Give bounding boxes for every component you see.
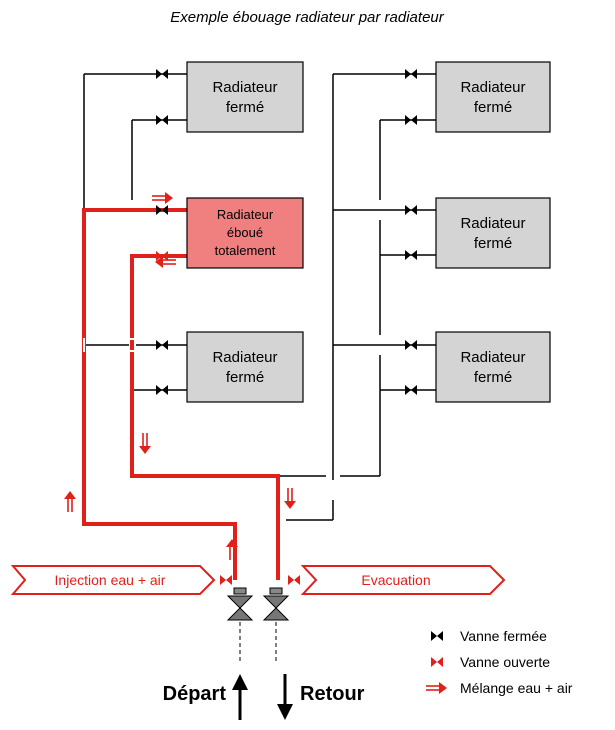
legend-closed-valve: Vanne fermée xyxy=(431,628,547,644)
closed-valve-icon xyxy=(156,115,168,125)
diagram-title: Exemple ébouage radiateur par radiateur xyxy=(170,9,445,26)
left-column-pipes xyxy=(83,73,187,391)
radiator-label-line1: Radiateur xyxy=(460,79,525,96)
radiator-label-line1: Radiateur xyxy=(460,349,525,366)
depart-indicator: Départ xyxy=(163,674,248,720)
legend-mix: Mélange eau + air xyxy=(425,680,573,696)
legend-closed-valve-label: Vanne fermée xyxy=(460,628,547,644)
radiator-label-line2: éboué xyxy=(227,225,263,240)
open-valve-icon xyxy=(288,575,300,585)
main-valve-depart xyxy=(226,587,254,662)
radiator-left-middle-flushed: Radiateur éboué totalement xyxy=(186,197,304,269)
right-column-pipes xyxy=(278,73,436,521)
radiator-label-line2: fermé xyxy=(474,99,512,116)
radiator-label-line3: totalement xyxy=(215,243,276,258)
closed-valve-icon xyxy=(405,250,417,260)
retour-indicator: Retour xyxy=(277,674,365,720)
open-valve-icon xyxy=(431,657,443,667)
closed-valve-icon xyxy=(431,631,443,641)
radiator-label-line1: Radiateur xyxy=(460,215,525,232)
radiator-right-bottom: Radiateur fermé xyxy=(435,331,551,403)
flushing-flow-pipes xyxy=(82,208,280,580)
closed-valve-icon xyxy=(156,205,168,215)
arrow-down-icon xyxy=(277,704,293,720)
radiator-label-line2: fermé xyxy=(474,369,512,386)
legend-open-valve: Vanne ouverte xyxy=(431,654,550,670)
radiator-label-line1: Radiateur xyxy=(212,79,277,96)
radiator-left-top: Radiateur fermé xyxy=(186,61,304,133)
flow-arrow-down-icon xyxy=(283,487,297,510)
injection-tag: Injection eau + air xyxy=(10,565,216,595)
radiator-right-top: Radiateur fermé xyxy=(435,61,551,133)
evacuation-tag: Evacuation xyxy=(300,565,506,595)
radiator-label-line1: Radiateur xyxy=(217,207,274,222)
radiator-label-line2: fermé xyxy=(226,369,264,386)
radiator-label-line1: Radiateur xyxy=(212,349,277,366)
closed-valve-icon xyxy=(156,69,168,79)
radiator-label-line2: fermé xyxy=(226,99,264,116)
closed-valve-icon xyxy=(156,385,168,395)
radiator-label-line2: fermé xyxy=(474,235,512,252)
flow-arrow-up-icon xyxy=(63,490,77,513)
open-valve-icon xyxy=(220,575,232,585)
arrow-up-icon xyxy=(232,674,248,690)
closed-valve-icon xyxy=(405,69,417,79)
flow-arrow-down-icon xyxy=(138,432,152,455)
legend: Vanne fermée Vanne ouverte Mélange eau +… xyxy=(425,628,573,696)
flow-arrow-right-icon xyxy=(151,191,174,205)
evacuation-label: Evacuation xyxy=(361,572,430,588)
main-valve-retour xyxy=(262,587,290,662)
retour-label: Retour xyxy=(300,683,365,705)
closed-valve-icon xyxy=(405,385,417,395)
legend-mix-label: Mélange eau + air xyxy=(460,680,573,696)
legend-open-valve-label: Vanne ouverte xyxy=(460,654,550,670)
closed-valve-icon xyxy=(405,115,417,125)
injection-label: Injection eau + air xyxy=(55,572,166,588)
depart-label: Départ xyxy=(163,683,227,705)
closed-valve-icon xyxy=(405,340,417,350)
radiator-right-middle: Radiateur fermé xyxy=(435,197,551,269)
radiator-left-bottom: Radiateur fermé xyxy=(186,331,304,403)
closed-valve-icon xyxy=(405,205,417,215)
flow-arrow-right-icon xyxy=(425,681,448,695)
closed-valve-icon xyxy=(156,340,168,350)
